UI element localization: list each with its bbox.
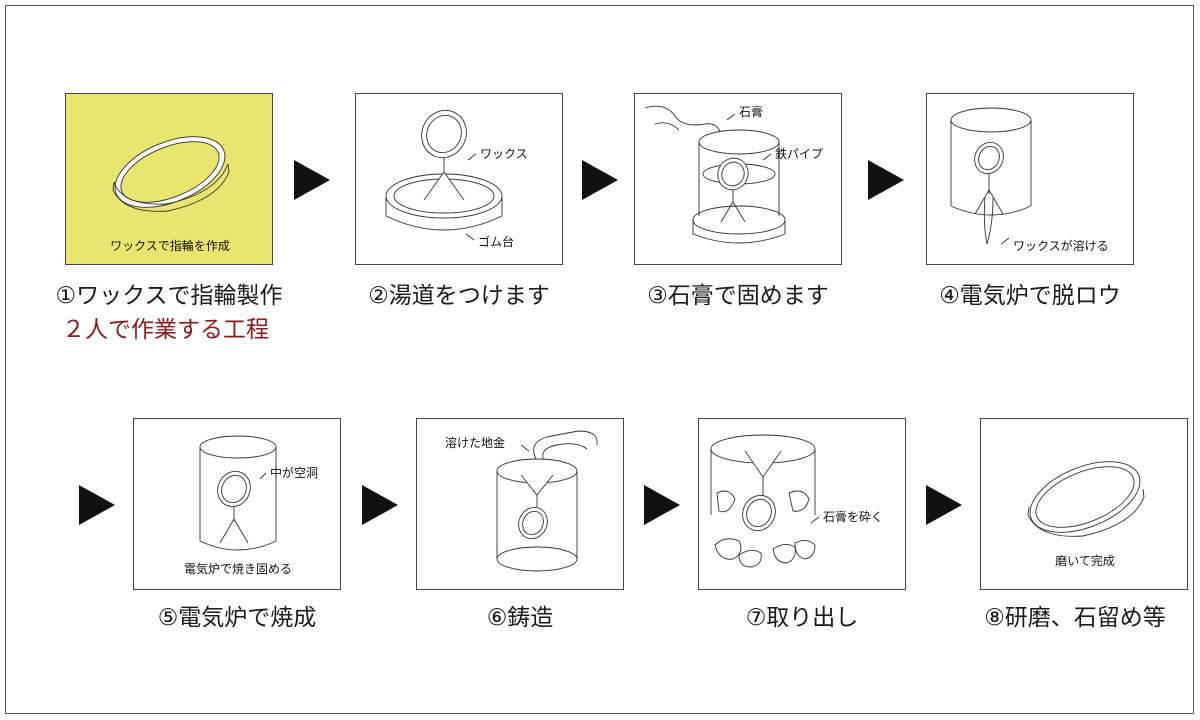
right-triangle-arrow-icon — [582, 160, 618, 200]
step-5-panel: 中が空洞 電気炉で焼き固める — [133, 418, 341, 590]
dewaxing-illustration: ワックスが溶ける — [950, 107, 1109, 253]
step-4-annotation-0: ワックスが溶ける — [1013, 238, 1109, 253]
step-1-annotation-0: ワックスで指輪を作成 — [110, 238, 230, 253]
step-6-panel: 溶けた地金 — [416, 418, 624, 590]
right-triangle-arrow-icon — [362, 485, 398, 525]
step-8-annotation-0: 磨いて完成 — [1055, 553, 1115, 568]
step-3-annotation-0: 石膏 — [739, 104, 763, 119]
step-5-annotation-1: 電気炉で焼き固める — [184, 561, 292, 576]
step-3-annotation-1: 鉄パイプ — [775, 146, 823, 161]
step-2-label: ②湯道をつけます — [368, 283, 550, 309]
step-1-label: ①ワックスで指輪製作 — [55, 283, 283, 309]
step-8-panel: 磨いて完成 — [980, 418, 1188, 590]
right-triangle-arrow-icon — [644, 485, 680, 525]
right-triangle-arrow-icon — [294, 160, 330, 200]
right-triangle-arrow-icon — [79, 485, 115, 525]
right-triangle-arrow-icon — [926, 485, 962, 525]
finished-ring-illustration: 磨いて完成 — [1027, 461, 1145, 568]
right-triangle-arrow-icon — [868, 160, 904, 200]
step-3-panel: 石膏 鉄パイプ — [634, 93, 842, 265]
step-6-annotation-0: 溶けた地金 — [445, 435, 505, 450]
step-3-label: ③石膏で固めます — [647, 283, 829, 309]
step-4-label: ④電気炉で脱ロウ — [939, 283, 1121, 309]
step-1-panel: ワックスで指輪を作成 — [65, 93, 273, 265]
breaking-plaster-illustration: 石膏を砕く — [710, 434, 883, 568]
step-7-panel: 石膏を砕く — [698, 418, 906, 590]
step-1-sublabel: ２人で作業する工程 — [62, 317, 269, 343]
sprue-on-rubber-base-illustration: ワックス ゴム台 — [385, 109, 528, 249]
step-4-panel: ワックスが溶ける — [926, 93, 1134, 265]
step-5-annotation-0: 中が空洞 — [270, 465, 318, 480]
casting-illustration: 溶けた地金 — [445, 430, 598, 572]
diagram-frame — [5, 5, 1194, 714]
step-8-label: ⑧研磨、石留め等 — [984, 605, 1166, 631]
step-6-label: ⑥鋳造 — [486, 605, 554, 631]
step-5-label: ⑤電気炉で焼成 — [157, 605, 317, 631]
step-2-annotation-0: ワックス — [480, 147, 528, 161]
wax-ring-illustration: ワックスで指輪を作成 — [110, 136, 230, 253]
step-2-annotation-1: ゴム台 — [478, 234, 514, 249]
burnout-illustration: 中が空洞 電気炉で焼き固める — [184, 435, 318, 576]
step-7-annotation-0: 石膏を砕く — [823, 509, 883, 524]
step-2-panel: ワックス ゴム台 — [355, 93, 563, 265]
plaster-investment-illustration: 石膏 鉄パイプ — [644, 104, 823, 244]
step-7-label: ⑦取り出し — [745, 605, 859, 631]
